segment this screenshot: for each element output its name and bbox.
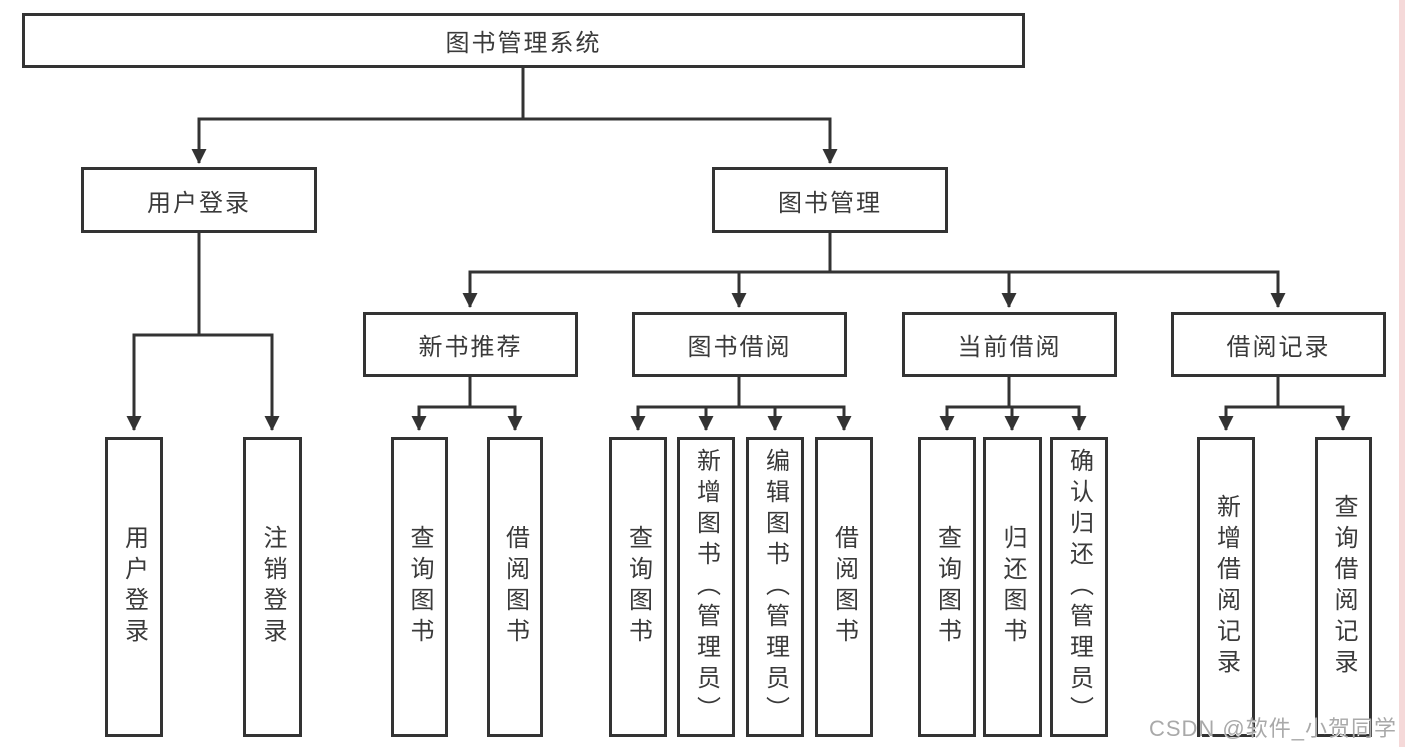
node-borrowing-records: 借阅记录 <box>1171 312 1386 377</box>
node-book-management: 图书管理 <box>712 167 948 233</box>
leaf-edit-book-admin: 编辑图书（管理员） <box>746 437 804 737</box>
right-edge-bar <box>1399 0 1405 747</box>
leaf-borrow-books-recommend: 借阅图书 <box>487 437 543 737</box>
leaf-add-borrow-record: 新增借阅记录 <box>1197 437 1255 737</box>
leaf-query-books-borrowing: 查询图书 <box>609 437 667 737</box>
node-current-borrowing: 当前借阅 <box>902 312 1117 377</box>
leaf-query-books-recommend: 查询图书 <box>391 437 448 737</box>
leaf-return-books: 归还图书 <box>983 437 1042 737</box>
node-user-login: 用户登录 <box>81 167 317 233</box>
leaf-add-book-admin: 新增图书（管理员） <box>677 437 735 737</box>
node-new-book-recommend: 新书推荐 <box>363 312 578 377</box>
leaf-query-books-current: 查询图书 <box>918 437 976 737</box>
node-book-borrowing: 图书借阅 <box>632 312 847 377</box>
leaf-user-login: 用户登录 <box>105 437 163 737</box>
node-root: 图书管理系统 <box>22 13 1025 68</box>
leaf-query-borrow-record: 查询借阅记录 <box>1315 437 1372 737</box>
csdn-watermark: CSDN @软件_小贺同学 <box>1148 716 1397 741</box>
leaf-borrow-books-borrowing: 借阅图书 <box>815 437 873 737</box>
leaf-confirm-return-admin: 确认归还（管理员） <box>1050 437 1108 737</box>
leaf-logout: 注销登录 <box>243 437 302 737</box>
